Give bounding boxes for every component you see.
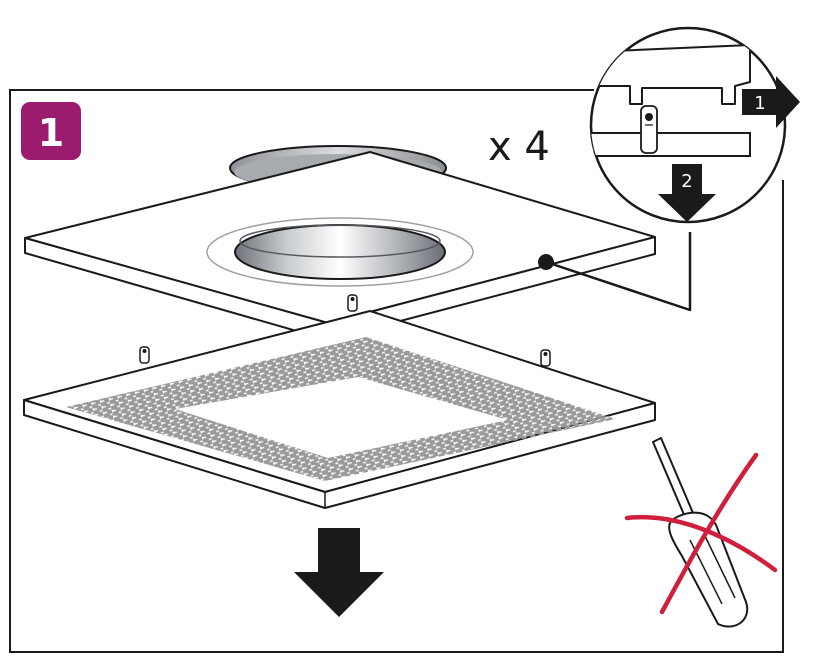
pull-down-arrow-icon: 2 — [658, 164, 716, 222]
step-badge: 1 — [21, 102, 81, 160]
callout-step-2: 2 — [681, 171, 692, 192]
quantity-label: x 4 — [488, 124, 550, 170]
perforation-field — [66, 337, 616, 481]
screwdriver-prohibited — [624, 437, 778, 628]
callout-leader — [538, 232, 692, 312]
release-arrow-icon: 1 — [742, 76, 800, 128]
perforated-grille — [23, 294, 656, 509]
grille-clip — [347, 294, 358, 312]
ceiling-panel — [24, 145, 656, 341]
frame-border — [9, 89, 784, 653]
grille-clip — [139, 346, 150, 364]
screwdriver-icon — [652, 437, 749, 628]
grille-clip — [540, 349, 551, 367]
remove-direction-arrow-icon — [294, 528, 384, 617]
prohibited-cross-icon — [624, 452, 778, 615]
cutout-outline — [206, 217, 474, 287]
callout-step-1: 1 — [754, 93, 765, 114]
step-number: 1 — [38, 111, 64, 155]
detail-callout: 1 2 — [589, 26, 800, 224]
